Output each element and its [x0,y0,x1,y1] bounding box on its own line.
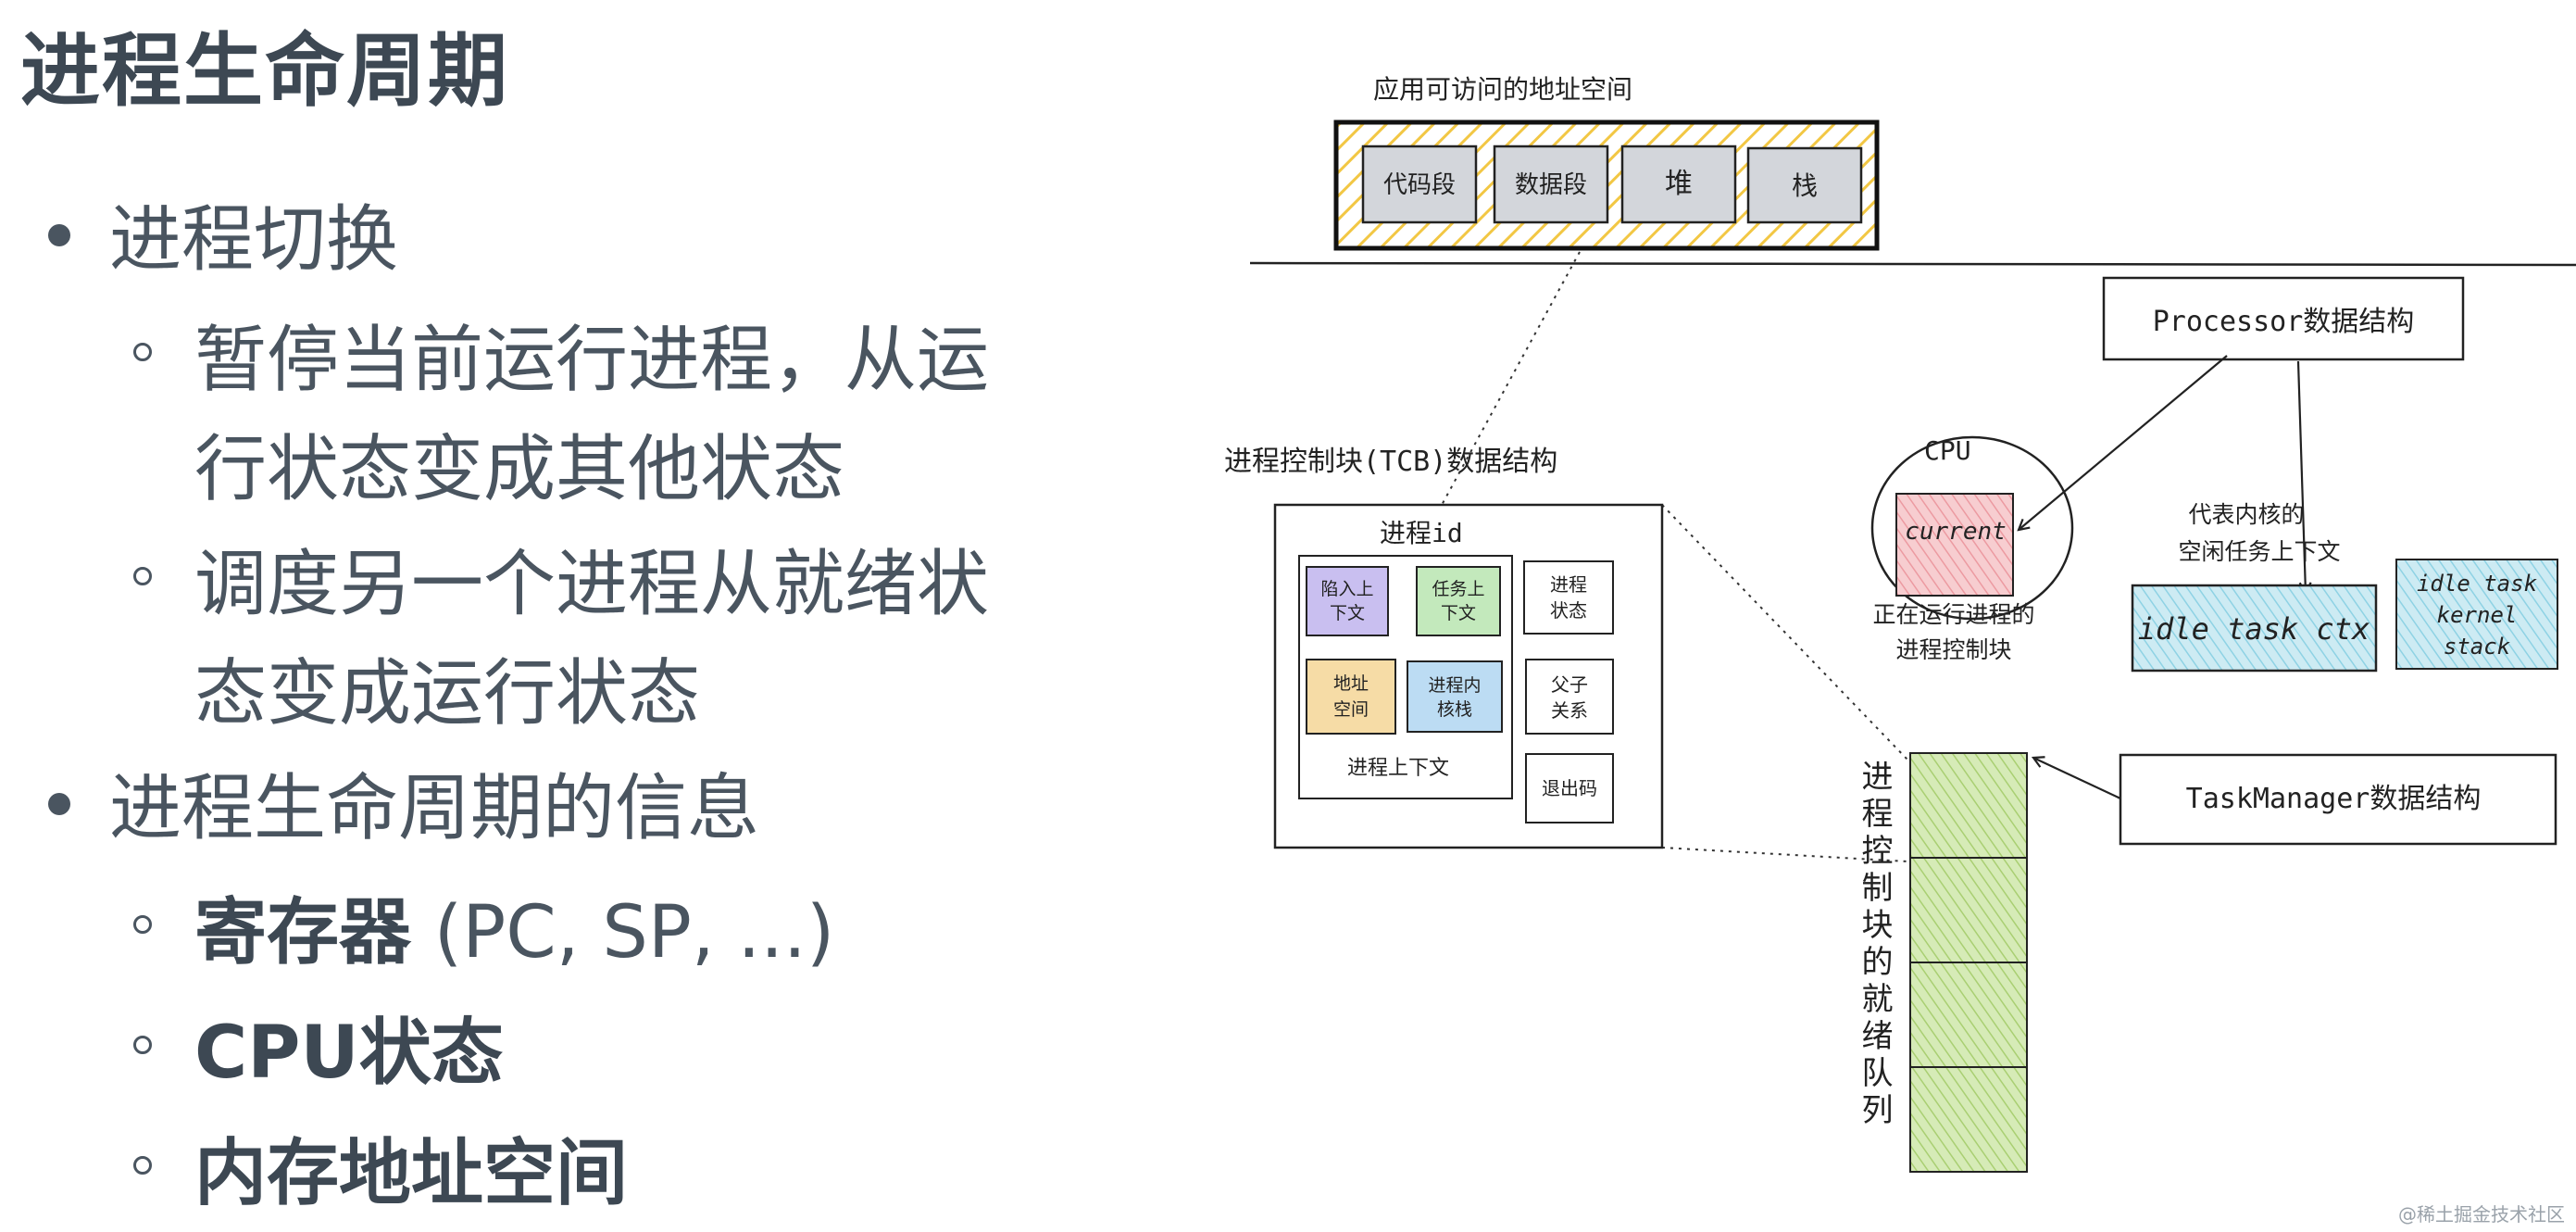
bullet-dot [48,793,70,815]
bullet-dot [48,224,70,246]
watermark: @稀土掘金技术社区 [2398,1203,2565,1226]
processor-idle-arrow [2296,360,2306,593]
sub-bullet-text-wrap: 态变成运行状态 [194,652,701,735]
addr-space-cell: 地址 空间 [1306,659,1396,735]
idle-stack-line1: idle task [2417,571,2538,597]
sub-bullet-text: 内存地址空间 [194,1132,629,1215]
cpu-caption-line2: 进程控制块 [1895,636,2011,663]
trap-context-line2: 下文 [1330,603,1365,623]
idle-stack-line3: stack [2444,634,2511,660]
segment-data: 数据段 [1493,145,1609,224]
kernel-stack-line1: 进程内 [1428,675,1481,696]
idle-caption-line2: 空闲任务上下文 [2178,538,2340,565]
processor-box [2102,276,2465,361]
addr-space-line2: 空间 [1333,699,1369,720]
bullet-text: 进程切换 [109,198,399,282]
parent-child-line2: 关系 [1551,699,1588,722]
processor-current-arrow [2019,355,2228,530]
sub-bullet-text: 调度另一个进程从就绪状 [194,543,990,626]
sub-bullet-text: CPU状态 [194,1012,504,1095]
ready-queue [1909,752,2028,1173]
user-kernel-divider [1249,261,2576,267]
address-space-box [1333,119,1880,251]
page-title: 进程生命周期 [20,25,509,118]
bullet-text: 进程生命周期的信息 [109,767,760,850]
status-cell: 进程 状态 [1523,560,1614,635]
tcb-box [1273,503,1664,849]
parent-child-line1: 父子 [1551,673,1588,696]
idle-ctx-label: idle task ctx [2138,611,2370,647]
tcb-label: 进程控制块(TCB)数据结构 [1224,446,1557,478]
status-line1: 进程 [1550,573,1587,596]
task-context-line2: 下文 [1441,603,1476,623]
sub-bullet-ring [133,567,152,585]
exit-code-cell: 退出码 [1525,753,1614,823]
current-label: current [1905,518,2007,546]
task-manager-arrow [2033,758,2121,799]
cpu-circle [1870,435,2074,621]
addr-space-line1: 地址 [1333,673,1369,694]
task-manager-label: TaskManager数据结构 [2186,783,2482,815]
sub-bullet-text: 暂停当前运行进程，从运 [194,319,990,402]
parent-child-cell: 父子 关系 [1525,659,1614,735]
cpu-caption-line1: 正在运行进程的 [1872,601,2034,628]
kernel-stack-cell: 进程内 核栈 [1407,660,1503,733]
segment-heap: 堆 [1620,145,1737,224]
segment-data-label: 数据段 [1515,171,1587,199]
status-line2: 状态 [1550,599,1587,622]
task-manager-box [2119,753,2557,846]
process-context-box [1298,555,1513,799]
registers-rest: (PC, SP, ...) [411,891,835,974]
registers-bold: 寄存器 [194,891,412,974]
idle-stack-line2: kernel [2437,602,2518,628]
ready-queue-cell [1909,962,2028,1068]
idle-stack-box [2395,559,2558,670]
segment-stack-label: 栈 [1792,170,1818,201]
task-context-line1: 任务上 [1432,579,1484,599]
idle-ctx-box [2131,584,2378,673]
sub-bullet-text-wrap: 行状态变成其他状态 [194,428,845,511]
current-box [1895,493,2014,597]
tcb-link-top [1661,504,1908,761]
ready-queue-cell [1909,752,2028,859]
sub-bullet-ring [133,1156,152,1175]
ready-queue-label: 进程控制块的就绪队列 [1856,760,1893,1130]
tcb-link-bottom [1661,847,1908,862]
sub-bullet-ring [133,343,152,361]
segment-code: 代码段 [1361,145,1478,224]
processor-label: Processor数据结构 [2153,306,2415,338]
tcb-pid: 进程id [1380,518,1463,548]
sub-bullet-ring [133,1036,152,1054]
ready-queue-cell [1909,1066,2028,1173]
sub-bullet-text: 寄存器 (PC, SP, ...) [194,874,834,978]
exit-code-label: 退出码 [1542,777,1597,799]
segment-stack: 栈 [1746,146,1863,224]
ready-queue-cell [1909,857,2028,963]
segment-code-label: 代码段 [1383,171,1456,199]
kernel-stack-line2: 核栈 [1437,699,1472,720]
segment-heap-label: 堆 [1665,168,1693,200]
idle-caption-line1: 代表内核的 [2188,501,2304,528]
trap-context-line1: 陷入上 [1320,579,1373,599]
trap-context-cell: 陷入上 下文 [1306,566,1389,636]
addr-space-link [1368,251,1581,640]
task-context-cell: 任务上 下文 [1416,566,1501,636]
sub-bullet-ring [133,915,152,934]
process-context-label: 进程上下文 [1347,757,1449,780]
address-space-label: 应用可访问的地址空间 [1373,74,1632,105]
cpu-label: CPU [1924,435,1971,466]
